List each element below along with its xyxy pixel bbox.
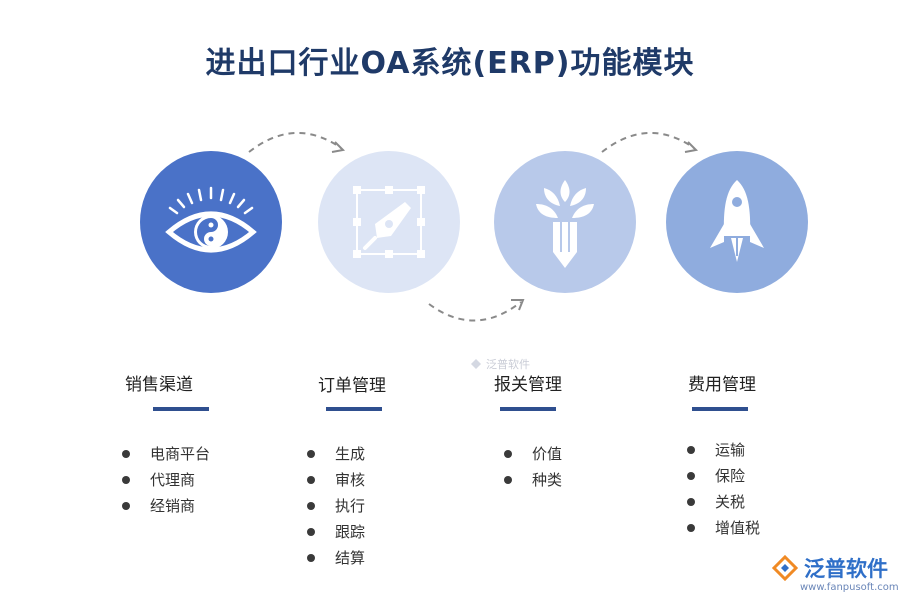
list-item: 保险 — [687, 463, 760, 489]
module-circle-sales — [140, 151, 282, 293]
list-item: 经销商 — [122, 493, 210, 519]
list-item: 跟踪 — [307, 519, 365, 545]
module-list-orders: 生成 审核 执行 跟踪 结算 — [307, 441, 365, 571]
module-title-orders: 订单管理 — [318, 376, 386, 396]
list-item: 电商平台 — [122, 441, 210, 467]
module-underline-sales — [153, 407, 209, 411]
list-item: 关税 — [687, 489, 760, 515]
module-circle-expenses — [666, 151, 808, 293]
brand-url: www.fanpusoft.com — [800, 582, 899, 593]
list-item: 种类 — [504, 467, 562, 493]
list-item: 执行 — [307, 493, 365, 519]
list-item: 价值 — [504, 441, 562, 467]
list-item: 运输 — [687, 437, 760, 463]
module-circle-customs — [494, 151, 636, 293]
list-item: 审核 — [307, 467, 365, 493]
module-underline-orders — [326, 407, 382, 411]
module-underline-expenses — [692, 407, 748, 411]
module-title-sales: 销售渠道 — [125, 375, 193, 395]
list-item: 结算 — [307, 545, 365, 571]
eye-icon — [165, 186, 257, 253]
brand-name: 泛普软件 — [804, 557, 888, 581]
module-circle-orders — [318, 151, 460, 293]
brand-logo-icon — [772, 555, 798, 581]
module-underline-customs — [500, 407, 556, 411]
module-title-expenses: 费用管理 — [688, 375, 756, 395]
plant-pencil-icon — [536, 180, 594, 268]
module-list-customs: 价值 种类 — [504, 441, 562, 493]
flow-arrow-1 — [248, 131, 346, 153]
module-title-customs: 报关管理 — [494, 375, 562, 395]
watermark: 泛普软件 — [470, 356, 530, 372]
page-title: 进出口行业OA系统(ERP)功能模块 — [205, 46, 695, 81]
list-item: 代理商 — [122, 467, 210, 493]
watermark-text: 泛普软件 — [486, 358, 530, 371]
brand-logo: 泛普软件 — [772, 553, 888, 583]
module-list-expenses: 运输 保险 关税 增值税 — [687, 437, 760, 541]
pen-tool-icon — [353, 186, 425, 258]
list-item: 生成 — [307, 441, 365, 467]
flow-arrow-2 — [428, 299, 525, 322]
list-item: 增值税 — [687, 515, 760, 541]
flow-arrow-3 — [601, 131, 699, 153]
module-list-sales: 电商平台 代理商 经销商 — [122, 441, 210, 519]
brand-logo-icon — [471, 359, 481, 369]
rocket-icon — [710, 180, 764, 262]
